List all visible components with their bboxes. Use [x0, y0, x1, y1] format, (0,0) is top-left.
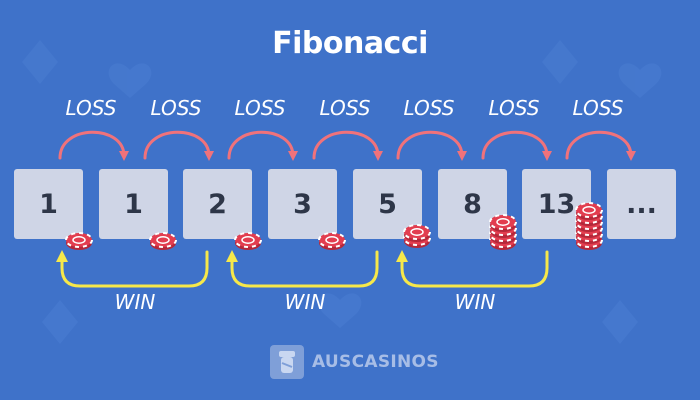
- sequence-card-4: 3: [268, 169, 337, 239]
- chip-stack-4: [318, 232, 346, 250]
- sequence-card-2: 1: [99, 169, 168, 239]
- brand-logo: AUSCASINOS: [270, 344, 439, 380]
- loss-arrow-3: [227, 130, 298, 161]
- sequence-card-1: 1: [14, 169, 83, 239]
- win-arrow-1: [56, 250, 209, 288]
- chip-stack-5: [403, 224, 431, 248]
- loss-label-6: LOSS: [488, 96, 540, 120]
- loss-label-3: LOSS: [234, 96, 286, 120]
- sequence-card-8: ...: [607, 169, 676, 239]
- loss-arrow-2: [143, 130, 214, 161]
- loss-arrow-7: [565, 130, 636, 161]
- loss-arrow-1: [58, 130, 129, 161]
- loss-label-5: LOSS: [403, 96, 455, 120]
- win-arrow-3: [396, 250, 549, 288]
- loss-label-2: LOSS: [150, 96, 202, 120]
- page-title: Fibonacci: [272, 26, 428, 61]
- win-arrow-2: [226, 250, 379, 288]
- brand-logo-icon: [270, 345, 304, 379]
- chip-stack-7: [575, 202, 603, 250]
- loss-label-4: LOSS: [319, 96, 371, 120]
- loss-label-1: LOSS: [65, 96, 117, 120]
- win-label-3: WIN: [454, 290, 496, 314]
- brand-name: AUSCASINOS: [312, 352, 439, 372]
- loss-arrow-5: [396, 130, 467, 161]
- win-label-1: WIN: [114, 290, 156, 314]
- chip-stack-2: [149, 232, 177, 250]
- loss-arrow-6: [481, 130, 552, 161]
- chip-stack-1: [65, 232, 93, 250]
- sequence-card-3: 2: [183, 169, 252, 239]
- chip-stack-3: [234, 232, 262, 250]
- loss-label-7: LOSS: [572, 96, 624, 120]
- chip-stack-6: [489, 214, 517, 250]
- loss-arrow-4: [312, 130, 383, 161]
- win-label-2: WIN: [284, 290, 326, 314]
